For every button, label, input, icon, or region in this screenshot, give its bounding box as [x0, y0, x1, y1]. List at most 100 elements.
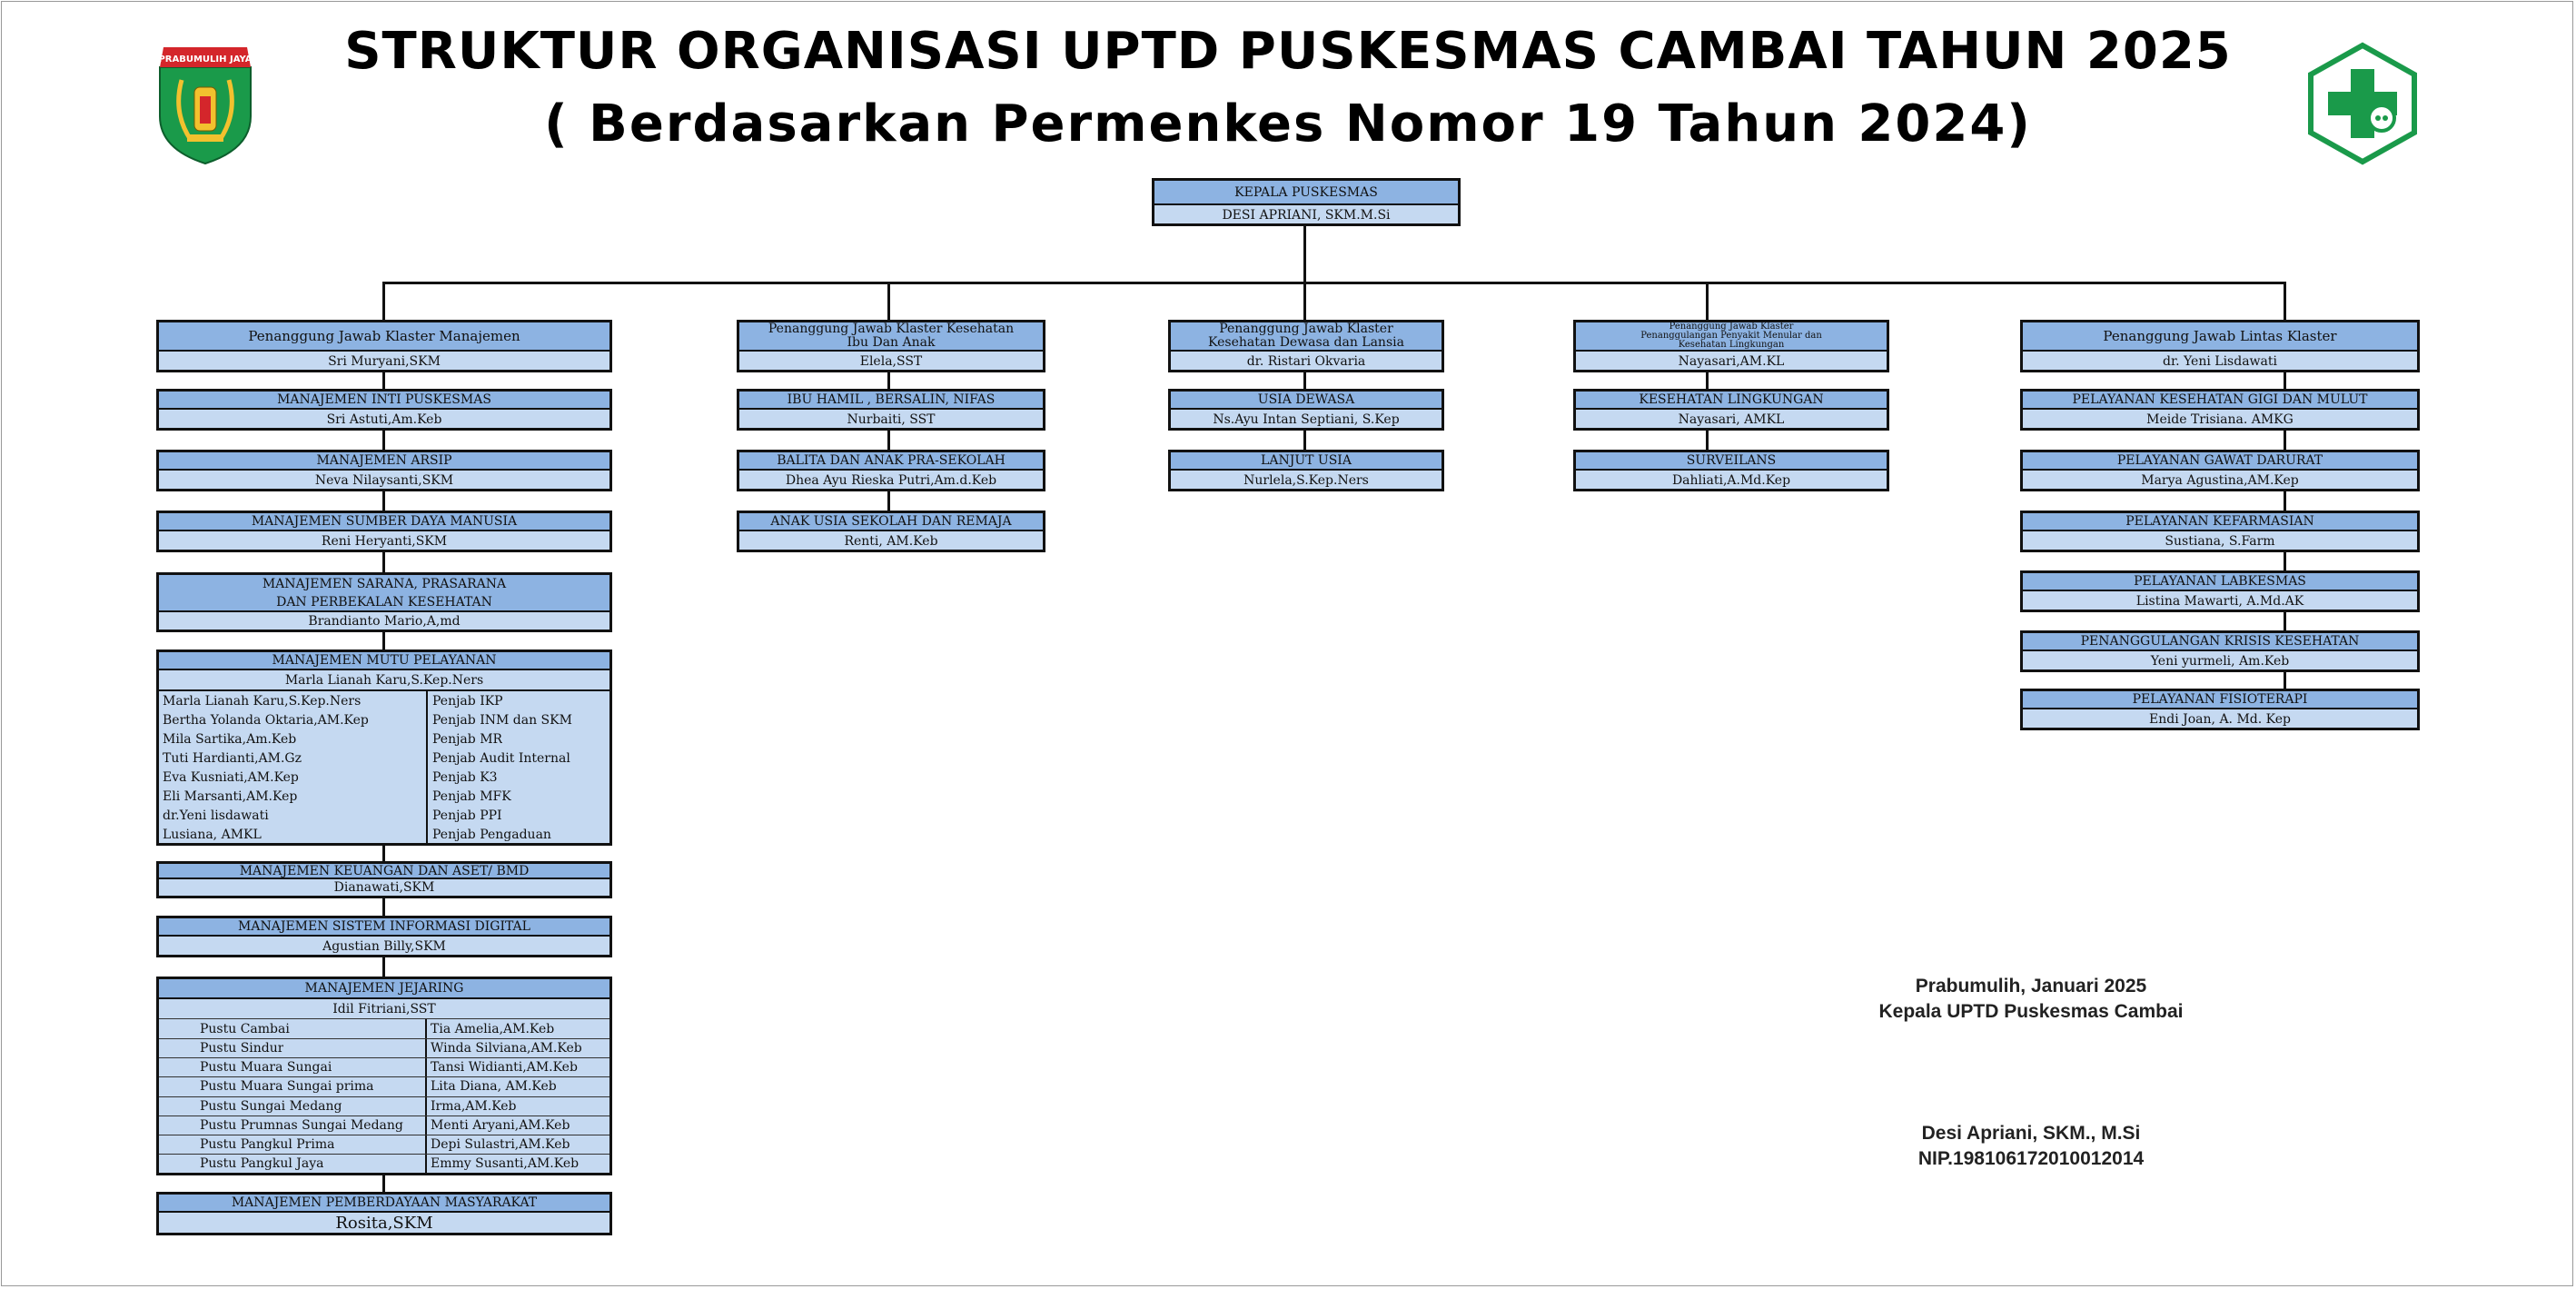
- cluster-menular-title: Penanggung Jawab Klaster Penanggulangan …: [1576, 322, 1887, 352]
- unit-box: ANAK USIA SEKOLAH DAN REMAJA Renti, AM.K…: [737, 511, 1045, 552]
- mutu-role: Penjab K3: [432, 770, 498, 785]
- unit-title: IBU HAMIL , BERSALIN, NIFAS: [739, 392, 1043, 410]
- unit-title-line2: DAN PERBEKALAN KESEHATAN: [276, 594, 492, 610]
- unit-name: Nayasari, AMKL: [1678, 411, 1785, 427]
- unit-title: PENANGGULANGAN KRISIS KESEHATAN: [2023, 633, 2417, 651]
- cluster-ibu-anak-title-line2: Ibu Dan Anak: [847, 335, 936, 350]
- unit-box: MANAJEMEN SARANA, PRASARANA DAN PERBEKAL…: [156, 572, 612, 632]
- unit-title: MANAJEMEN INTI PUSKESMAS: [159, 392, 609, 410]
- connector-line: [1303, 223, 1306, 283]
- pustu-staff: Tia Amelia,AM.Keb: [431, 1022, 555, 1036]
- connector-line: [1706, 282, 1709, 320]
- cluster-dewasa-title: Penanggung Jawab Klaster Kesehatan Dewas…: [1171, 322, 1442, 352]
- unit-name: Brandianto Mario,A,md: [308, 613, 461, 629]
- unit-name: Rosita,SKM: [335, 1214, 433, 1233]
- unit-title: MANAJEMEN SARANA, PRASARANA DAN PERBEKAL…: [159, 575, 609, 612]
- puskesmas-logo-icon: [2308, 42, 2417, 165]
- mutu-box: MANAJEMEN MUTU PELAYANAN Marla Lianah Ka…: [156, 649, 612, 846]
- unit-title: PELAYANAN KESEHATAN GIGI DAN MULUT: [2023, 392, 2417, 410]
- cluster-manajemen-title: Penanggung Jawab Klaster Manajemen: [159, 322, 609, 352]
- unit-name: Yeni yurmeli, Am.Keb: [2150, 653, 2290, 669]
- unit-box: PELAYANAN FISIOTERAPI Endi Joan, A. Md. …: [2020, 689, 2420, 730]
- unit-title: PELAYANAN FISIOTERAPI: [2023, 691, 2417, 709]
- cluster-ibu-anak-title-line1: Penanggung Jawab Klaster Kesehatan: [768, 322, 1015, 336]
- unit-box: LANJUT USIA Nurlela,S.Kep.Ners: [1168, 450, 1444, 491]
- unit-box: MANAJEMEN ARSIP Neva Nilaysanti,SKM: [156, 450, 612, 491]
- cluster-lintas-name: dr. Yeni Lisdawati: [2163, 353, 2277, 369]
- unit-box: USIA DEWASA Ns.Ayu Intan Septiani, S.Kep: [1168, 389, 1444, 431]
- pustu-name: Pustu Sindur: [200, 1041, 284, 1056]
- unit-box: PENANGGULANGAN KRISIS KESEHATAN Yeni yur…: [2020, 630, 2420, 672]
- unit-title: PELAYANAN KEFARMASIAN: [2023, 513, 2417, 531]
- unit-box: IBU HAMIL , BERSALIN, NIFAS Nurbaiti, SS…: [737, 389, 1045, 431]
- cluster-menular-title-line1: Penanggung Jawab Klaster: [1669, 322, 1794, 332]
- unit-name: Endi Joan, A. Md. Kep: [2149, 711, 2291, 727]
- unit-name: Sri Astuti,Am.Keb: [326, 411, 442, 427]
- signature-name: Desi Apriani, SKM., M.Si: [1921, 1123, 2141, 1144]
- unit-name: Marya Agustina,AM.Kep: [2141, 472, 2299, 488]
- connector-line: [887, 371, 890, 516]
- connector-line: [382, 282, 2286, 284]
- unit-title: BALITA DAN ANAK PRA-SEKOLAH: [739, 452, 1043, 471]
- pustu-name: Pustu Pangkul Prima: [200, 1137, 335, 1152]
- pustu-name: Pustu Sungai Medang: [200, 1099, 342, 1114]
- unit-name: Sustiana, S.Farm: [2165, 533, 2275, 549]
- mutu-member: Tuti Hardianti,AM.Gz: [163, 751, 302, 766]
- page-title: STRUKTUR ORGANISASI UPTD PUSKESMAS CAMBA…: [344, 22, 2232, 81]
- unit-name: Dahliati,A.Md.Kep: [1671, 472, 1791, 488]
- unit-box: MANAJEMEN INTI PUSKESMAS Sri Astuti,Am.K…: [156, 389, 612, 431]
- pustu-staff: Irma,AM.Keb: [431, 1099, 517, 1114]
- unit-title: PELAYANAN GAWAT DARURAT: [2023, 452, 2417, 471]
- unit-title: MANAJEMEN SISTEM INFORMASI DIGITAL: [159, 918, 609, 937]
- jejaring-title: MANAJEMEN JEJARING: [159, 979, 609, 999]
- head-title: KEPALA PUSKESMAS: [1154, 181, 1458, 205]
- pustu-name: Pustu Muara Sungai prima: [200, 1079, 374, 1094]
- cluster-lintas-box: Penanggung Jawab Lintas Klaster dr. Yeni…: [2020, 320, 2420, 372]
- unit-box: KESEHATAN LINGKUNGAN Nayasari, AMKL: [1573, 389, 1889, 431]
- mutu-member: dr.Yeni lisdawati: [163, 808, 269, 823]
- signature-nip: NIP.198106172010012014: [1917, 1148, 2145, 1169]
- unit-title: ANAK USIA SEKOLAH DAN REMAJA: [739, 513, 1043, 531]
- mutu-title: MANAJEMEN MUTU PELAYANAN: [159, 652, 609, 670]
- pustu-staff: Tansi Widianti,AM.Keb: [431, 1060, 578, 1075]
- cluster-manajemen-name: Sri Muryani,SKM: [328, 353, 441, 369]
- mutu-role: Penjab PPI: [432, 808, 502, 823]
- unit-name: Reni Heryanti,SKM: [321, 533, 448, 549]
- unit-name: Renti, AM.Keb: [844, 533, 938, 549]
- unit-name: Ns.Ayu Intan Septiani, S.Kep: [1213, 411, 1400, 427]
- unit-box: PELAYANAN KEFARMASIAN Sustiana, S.Farm: [2020, 511, 2420, 552]
- unit-box: MANAJEMEN KEUANGAN DAN ASET/ BMD Dianawa…: [156, 861, 612, 898]
- mutu-role: Penjab Pengaduan: [432, 828, 551, 842]
- cluster-menular-title-line3: Kesehatan Lingkungan: [1678, 340, 1785, 350]
- signature-position: Kepala UPTD Puskesmas Cambai: [1878, 1001, 2184, 1022]
- unit-box: MANAJEMEN SISTEM INFORMASI DIGITAL Agust…: [156, 916, 612, 957]
- unit-title: USIA DEWASA: [1171, 392, 1442, 410]
- mutu-member: Mila Sartika,Am.Keb: [163, 732, 297, 747]
- connector-line: [887, 282, 890, 320]
- cluster-dewasa-box: Penanggung Jawab Klaster Kesehatan Dewas…: [1168, 320, 1444, 372]
- page-subtitle: ( Berdasarkan Permenkes Nomor 19 Tahun 2…: [544, 94, 2032, 154]
- unit-name: Nurbaiti, SST: [847, 411, 936, 427]
- cluster-menular-name: Nayasari,AM.KL: [1678, 353, 1785, 369]
- pustu-name: Pustu Muara Sungai: [200, 1060, 332, 1075]
- mutu-divider: [426, 691, 428, 843]
- mutu-member: Eva Kusniati,AM.Kep: [163, 770, 299, 785]
- cluster-ibu-anak-box: Penanggung Jawab Klaster Kesehatan Ibu D…: [737, 320, 1045, 372]
- unit-name: Dhea Ayu Rieska Putri,Am.d.Keb: [785, 472, 997, 488]
- unit-box: MANAJEMEN PEMBERDAYAAN MASYARAKAT Rosita…: [156, 1192, 612, 1235]
- signature-place-date: Prabumulih, Januari 2025: [1915, 976, 2147, 996]
- connector-line: [1303, 282, 1306, 320]
- unit-title: LANJUT USIA: [1171, 452, 1442, 471]
- mutu-name: Marla Lianah Karu,S.Kep.Ners: [159, 670, 609, 691]
- unit-name: Neva Nilaysanti,SKM: [314, 472, 454, 488]
- jejaring-box: MANAJEMEN JEJARING Idil Fitriani,SST Pus…: [156, 977, 612, 1175]
- pustu-staff: Emmy Susanti,AM.Keb: [431, 1156, 580, 1171]
- unit-title: MANAJEMEN ARSIP: [159, 452, 609, 471]
- mutu-member: Marla Lianah Karu,S.Kep.Ners: [163, 694, 362, 709]
- unit-name: Listina Mawarti, A.Md.AK: [2135, 593, 2304, 609]
- cluster-dewasa-title-line1: Penanggung Jawab Klaster: [1219, 322, 1393, 336]
- unit-box: BALITA DAN ANAK PRA-SEKOLAH Dhea Ayu Rie…: [737, 450, 1045, 491]
- connector-line: [382, 282, 385, 320]
- mutu-role: Penjab Audit Internal: [432, 751, 570, 766]
